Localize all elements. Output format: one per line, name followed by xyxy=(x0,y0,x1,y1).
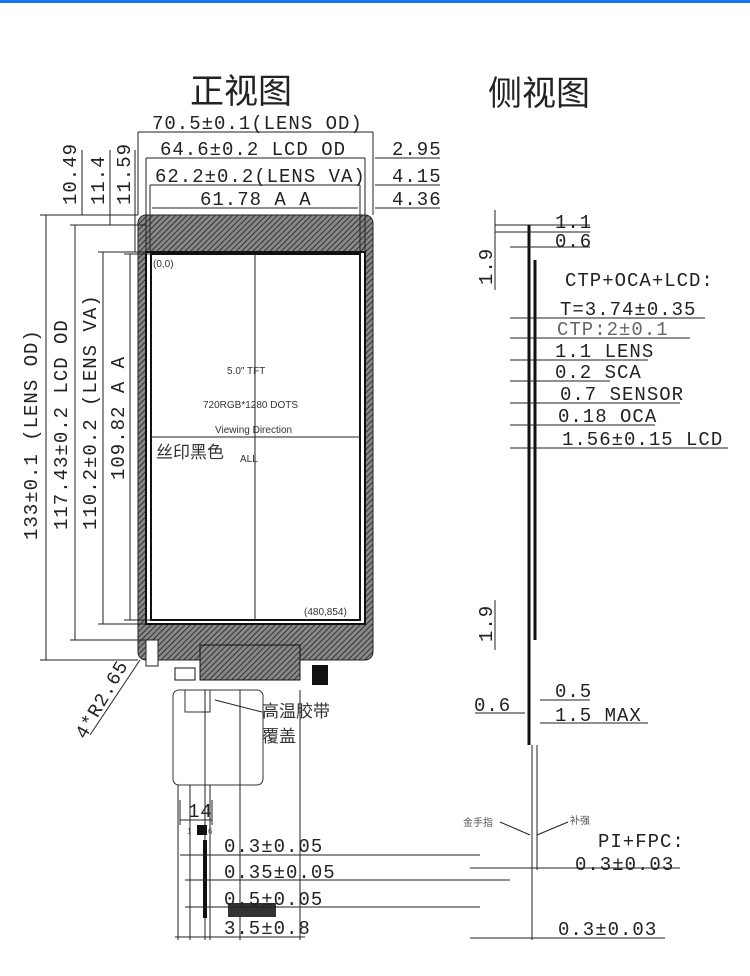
stiffener-note: 补强 xyxy=(570,814,590,827)
stack-title: CTP+OCA+LCD: xyxy=(565,270,714,292)
fpc-dimensions: 14 1 6 0.3±0.05 0.35±0.05 0.5±0.05 3.5±0… xyxy=(175,800,510,940)
silk-print-note: 丝印黑色 xyxy=(156,443,224,462)
fpc-width: 14 xyxy=(188,801,213,823)
dim-lens-va-width: 62.2±0.2(LENS VA) xyxy=(155,166,366,188)
side-fpc-dim-1: 0.3±0.03 xyxy=(575,854,674,876)
side-dim-0-6-lower: 0.6 xyxy=(474,695,511,717)
gold-finger-note: 金手指 xyxy=(463,816,493,829)
dim-small-1: 10.49 xyxy=(60,143,82,205)
dim-right-1: 2.95 xyxy=(392,139,442,161)
dim-right-3: 4.36 xyxy=(392,189,442,211)
front-view-title: 正视图 xyxy=(190,74,292,111)
side-fpc-dim-2: 0.3±0.03 xyxy=(558,919,657,941)
dim-lens-va-height: 110.2±0.2 (LENS VA) xyxy=(80,294,102,530)
side-dim-max: 1.5 MAX xyxy=(555,705,642,727)
layer-sensor: 0.7 SENSOR xyxy=(560,384,684,406)
fpc-dim-2: 0.35±0.05 xyxy=(224,862,336,884)
dim-right-2: 4.15 xyxy=(392,166,442,188)
layer-ctp: CTP:2±0.1 xyxy=(557,319,669,341)
front-view xyxy=(137,214,374,940)
top-accent-line xyxy=(0,0,750,3)
side-view: 1.1 0.6 1.9 CTP+OCA+LCD: T=3.74±0.35 CTP… xyxy=(463,210,728,941)
layer-lens: 1.1 LENS xyxy=(555,341,654,363)
dim-corner-radius: 4*R2.65 xyxy=(71,657,133,743)
tape-note-2: 覆盖 xyxy=(262,727,296,746)
resolution: 720RGB*1280 DOTS xyxy=(203,400,298,411)
layer-oca: 0.18 OCA xyxy=(558,406,657,428)
fpc-dim-1: 0.3±0.05 xyxy=(224,836,323,858)
fpc-dim-4: 3.5±0.8 xyxy=(224,918,311,940)
front-left-dimensions: 133±0.1 (LENS OD) 117.43±0.2 LCD OD 110.… xyxy=(21,143,151,743)
viewing-direction-value: ALL xyxy=(240,454,258,465)
layer-sca: 0.2 SCA xyxy=(555,362,642,384)
origin-coord: (0,0) xyxy=(153,259,174,270)
side-dim-1-9-top: 1.9 xyxy=(476,248,498,285)
dim-small-3: 11.59 xyxy=(114,143,136,205)
layer-total: T=3.74±0.35 xyxy=(560,299,696,321)
front-top-dimensions: 70.5±0.1(LENS OD) 64.6±0.2 LCD OD 62.2±0… xyxy=(137,113,442,252)
pin-last: 6 xyxy=(208,827,213,836)
side-view-title: 侧视图 xyxy=(488,75,590,113)
dim-aa-height: 109.82 A A xyxy=(108,356,130,480)
dim-small-2: 11.4 xyxy=(88,155,110,205)
end-coord: (480,854) xyxy=(304,607,347,618)
fpc-dim-3: 0.5±0.05 xyxy=(224,889,323,911)
side-dim-1-1: 1.1 xyxy=(555,212,592,234)
viewing-direction-label: Viewing Direction xyxy=(215,425,292,436)
dim-lcd-od-height: 117.43±0.2 LCD OD xyxy=(51,319,73,530)
side-dim-1-9-bottom: 1.9 xyxy=(476,605,498,642)
pin-first: 1 xyxy=(187,827,192,836)
dim-aa-width: 61.78 A A xyxy=(200,189,312,211)
tft-size: 5.0" TFT xyxy=(227,366,265,377)
tape-note-1: 高温胶带 xyxy=(262,702,330,721)
dim-lens-od-width: 70.5±0.1(LENS OD) xyxy=(152,113,363,135)
side-dim-0-5: 0.5 xyxy=(555,681,592,703)
layer-lcd: 1.56±0.15 LCD xyxy=(562,429,723,451)
dim-lcd-od-width: 64.6±0.2 LCD OD xyxy=(160,139,346,161)
side-dim-0-6: 0.6 xyxy=(555,231,592,253)
dim-lens-od-height: 133±0.1 (LENS OD) xyxy=(21,329,43,540)
fpc-title: PI+FPC: xyxy=(598,831,685,853)
